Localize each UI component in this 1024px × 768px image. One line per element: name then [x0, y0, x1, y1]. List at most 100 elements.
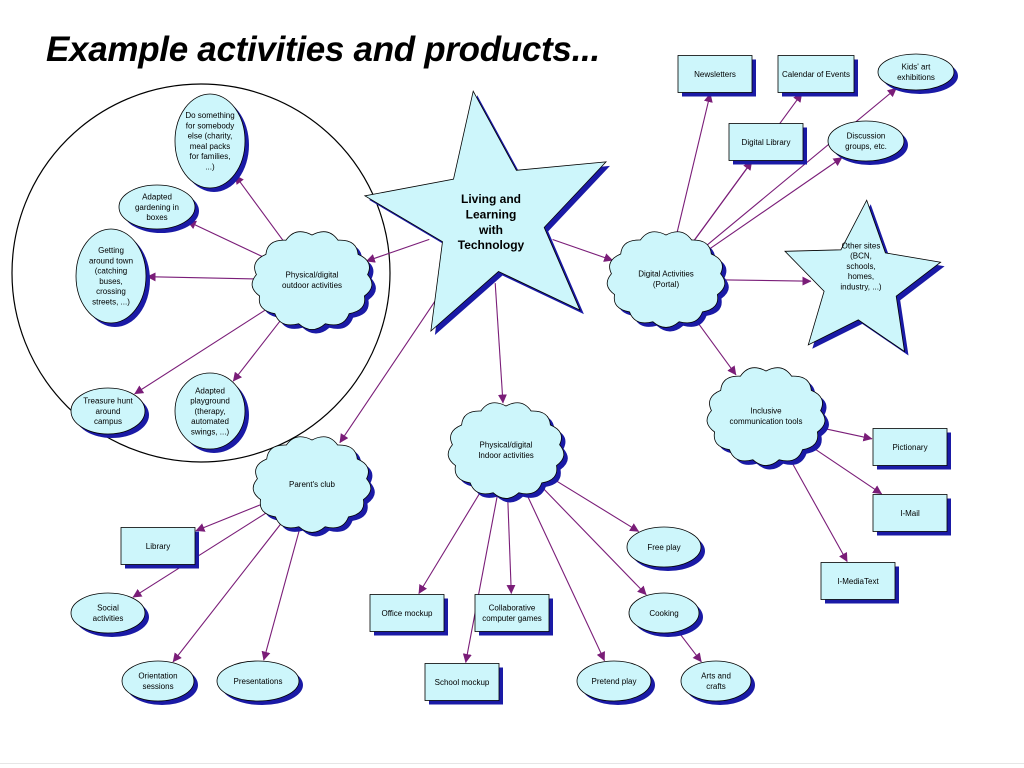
node-label-line: exhibitions	[897, 73, 935, 82]
node-label-line: (catching	[95, 267, 127, 276]
arrow-physical-outdoor-to-treasure-hunt	[134, 305, 272, 395]
node-label-line: streets, ...)	[92, 297, 130, 306]
node-label-line: sessions	[142, 682, 173, 691]
node-label-line: swings, ...)	[191, 427, 230, 436]
node-label-line: groups, etc.	[845, 142, 887, 151]
node-label-line: Pretend play	[592, 677, 637, 686]
node-other-sites: Other sites(BCN,schools,homes,industry, …	[784, 199, 945, 356]
node-label-line: Digital Activities	[638, 270, 694, 279]
node-label-line: buses,	[99, 277, 123, 286]
node-label-line: Physical/digital	[480, 441, 533, 450]
node-label-line: Living and	[461, 192, 521, 206]
node-label-line: meal packs	[190, 142, 230, 151]
arrow-parents-club-to-library	[195, 501, 267, 532]
node-label-line: Kids' art	[902, 63, 931, 72]
node-label-line: Pictionary	[892, 443, 927, 452]
node-label-line: Getting	[98, 246, 124, 255]
node-label-line: ...)	[205, 162, 215, 171]
box-shape	[120, 527, 196, 565]
ellipse-shape	[877, 53, 955, 91]
ellipse-shape	[70, 387, 146, 435]
arrow-parents-club-to-social	[132, 509, 272, 598]
arrow-parents-club-to-orientation	[172, 518, 286, 663]
arrow-physical-outdoor-to-getting-around	[146, 272, 260, 282]
cloud-shape	[252, 436, 372, 533]
node-label-line: industry, ...)	[840, 282, 882, 291]
box-shape	[474, 594, 550, 632]
node-label-line: I-Mail	[900, 509, 920, 518]
node-imail: I-Mail	[872, 494, 951, 536]
ellipse-shape	[680, 660, 752, 702]
node-label-line: Library	[146, 542, 170, 551]
node-label-line: for somebody	[186, 121, 234, 130]
page-title: Example activities and products...	[46, 30, 600, 69]
arrow-physical-outdoor-to-do-something	[234, 174, 286, 244]
arrow-physical-indoor-to-cooking	[537, 482, 647, 596]
outdoor-activities-group-circle	[11, 83, 391, 463]
ellipse-shape	[626, 526, 702, 568]
star-shape	[784, 199, 942, 353]
node-presentations: Presentations	[216, 660, 303, 705]
node-label-line: Indoor activities	[478, 451, 534, 460]
node-pretend: Pretend play	[576, 660, 655, 705]
arrow-physical-indoor-to-collab	[506, 491, 516, 594]
ellipse-shape	[827, 120, 905, 162]
cloud-shape	[447, 402, 565, 499]
node-label-line: Discussion	[847, 132, 886, 141]
node-label-line: homes,	[848, 272, 874, 281]
node-label-line: Adapted	[195, 386, 225, 395]
node-label-line: campus	[94, 417, 122, 426]
cloud-shape	[251, 231, 373, 330]
node-label-line: Technology	[458, 238, 525, 252]
arrow-physical-indoor-to-school	[462, 490, 499, 663]
node-label-line: activities	[93, 614, 124, 623]
node-label-line: Orientation	[138, 672, 177, 681]
arrow-digital-to-kids-art	[701, 87, 897, 250]
node-label-line: Office mockup	[382, 609, 434, 618]
arrow-digital-to-digital-library	[691, 160, 753, 244]
ellipse-shape	[174, 372, 246, 450]
node-label-line: crossing	[96, 287, 126, 296]
ellipse-shape	[576, 660, 652, 702]
node-imediatext: I-MediaText	[820, 562, 899, 604]
node-label-line: Physical/digital	[286, 271, 339, 280]
node-label-line: outdoor activities	[282, 281, 342, 290]
node-digital-library: Digital Library	[728, 123, 807, 165]
node-label-line: (therapy,	[195, 407, 226, 416]
node-label-line: (BCN,	[850, 252, 872, 261]
node-label-line: Cooking	[649, 609, 678, 618]
node-office: Office mockup	[369, 594, 448, 636]
ellipse-shape	[118, 184, 196, 230]
node-label-line: I-MediaText	[837, 577, 879, 586]
node-label-line: Collaborative	[489, 604, 536, 613]
ellipse-shape	[628, 592, 700, 634]
node-cooking: Cooking	[628, 592, 703, 637]
ellipse-shape	[216, 660, 300, 702]
arrow-inclusive-to-imail	[805, 442, 883, 495]
node-label-line: Newsletters	[694, 70, 736, 79]
node-label-line: Parent's club	[289, 480, 336, 489]
arrow-physical-indoor-to-pretend	[523, 488, 605, 662]
node-label-line: (Portal)	[653, 280, 680, 289]
node-label-line: computer games	[482, 614, 542, 623]
cloud-shape	[706, 367, 826, 466]
node-label-line: else (charity,	[188, 132, 233, 141]
arrow-physical-outdoor-to-adapted-playground	[232, 315, 285, 382]
ellipse-shape	[121, 660, 195, 702]
arrow-physical-indoor-to-free-play	[546, 474, 640, 532]
arrow-center-to-physical-outdoor	[365, 238, 430, 263]
node-pictionary: Pictionary	[872, 428, 951, 470]
box-shape	[677, 55, 753, 93]
box-shape	[872, 494, 948, 532]
ellipse-shape	[174, 93, 246, 189]
